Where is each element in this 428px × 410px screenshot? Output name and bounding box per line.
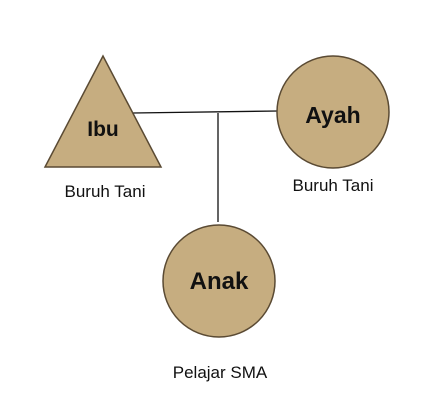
node-ayah: Ayah: [276, 55, 390, 169]
circle-shape-ayah: [276, 55, 390, 169]
node-ibu: Ibu: [43, 54, 163, 168]
triangle-shape-ibu: [43, 54, 163, 168]
ibu-label: Ibu: [87, 118, 119, 141]
node-anak: Anak: [162, 224, 276, 338]
anak-label: Anak: [190, 268, 249, 295]
ayah-occupation: Buruh Tani: [293, 176, 374, 195]
ayah-label: Ayah: [305, 102, 360, 128]
anak-occupation: Pelajar SMA: [173, 363, 268, 382]
ibu-occupation: Buruh Tani: [65, 182, 146, 201]
marriage-line: [132, 110, 279, 114]
circle-shape-anak: [162, 224, 276, 338]
